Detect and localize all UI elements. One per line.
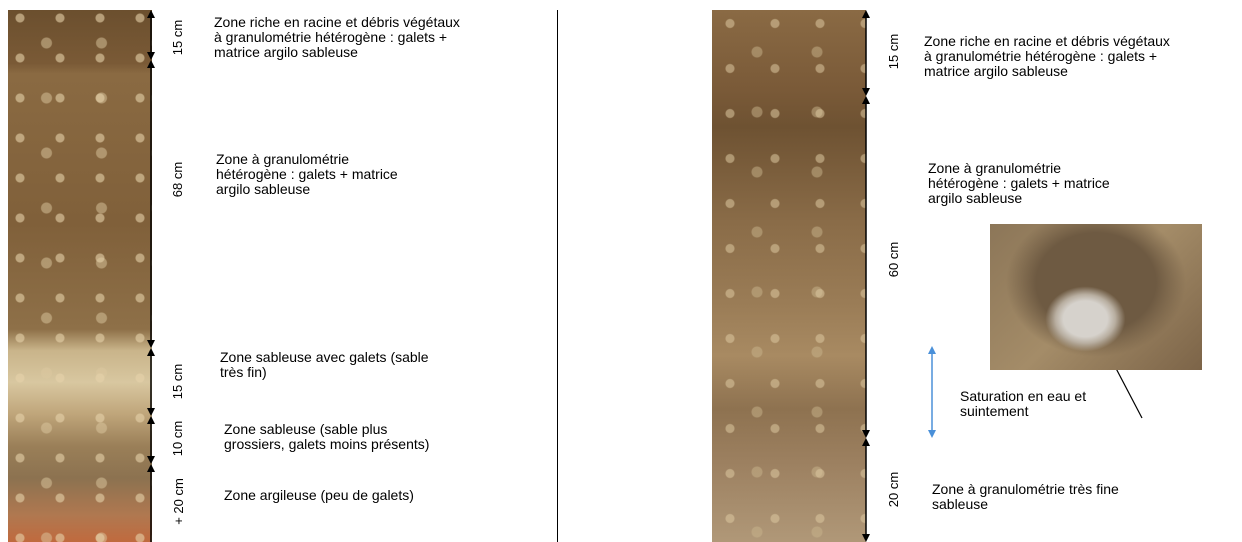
left-label-coarse-sand: Zone sableuse (sable plus grossiers, gal… xyxy=(224,422,429,452)
left-label-heterogeneous: Zone à granulométrie hétérogène : galets… xyxy=(216,152,398,197)
right-label-heterogeneous: Zone à granulométrie hétérogène : galets… xyxy=(928,161,1110,206)
right-label-saturation: Saturation en eau et suintement xyxy=(960,389,1086,419)
right-label-fine-sand: Zone à granulométrie très fine sableuse xyxy=(932,482,1119,512)
right-measure-1: 15 cm xyxy=(886,34,901,69)
left-label-roots: Zone riche en racine et débris végétaux … xyxy=(214,15,460,60)
panel-separator xyxy=(557,10,558,542)
left-measure-2: 68 cm xyxy=(170,162,185,197)
right-label-roots: Zone riche en racine et débris végétaux … xyxy=(924,34,1170,79)
left-label-sand-pebbles: Zone sableuse avec galets (sable très fi… xyxy=(220,350,429,380)
left-soil-profile: 15 cm 68 cm 15 cm 10 cm + 20 cm Zone ric… xyxy=(0,0,560,542)
left-measure-5: + 20 cm xyxy=(171,478,186,525)
left-measure-4: 10 cm xyxy=(170,421,185,456)
left-label-clay: Zone argileuse (peu de galets) xyxy=(224,488,414,503)
right-measure-3: 20 cm xyxy=(886,472,901,507)
left-measure-1: 15 cm xyxy=(170,20,185,55)
water-saturation-inset-photo xyxy=(990,224,1202,370)
left-measure-3: 15 cm xyxy=(170,364,185,399)
right-measure-2: 60 cm xyxy=(886,242,901,277)
left-depth-scale xyxy=(0,0,560,542)
right-soil-profile: 15 cm 60 cm 20 cm Zone riche en racine e… xyxy=(700,0,1242,542)
